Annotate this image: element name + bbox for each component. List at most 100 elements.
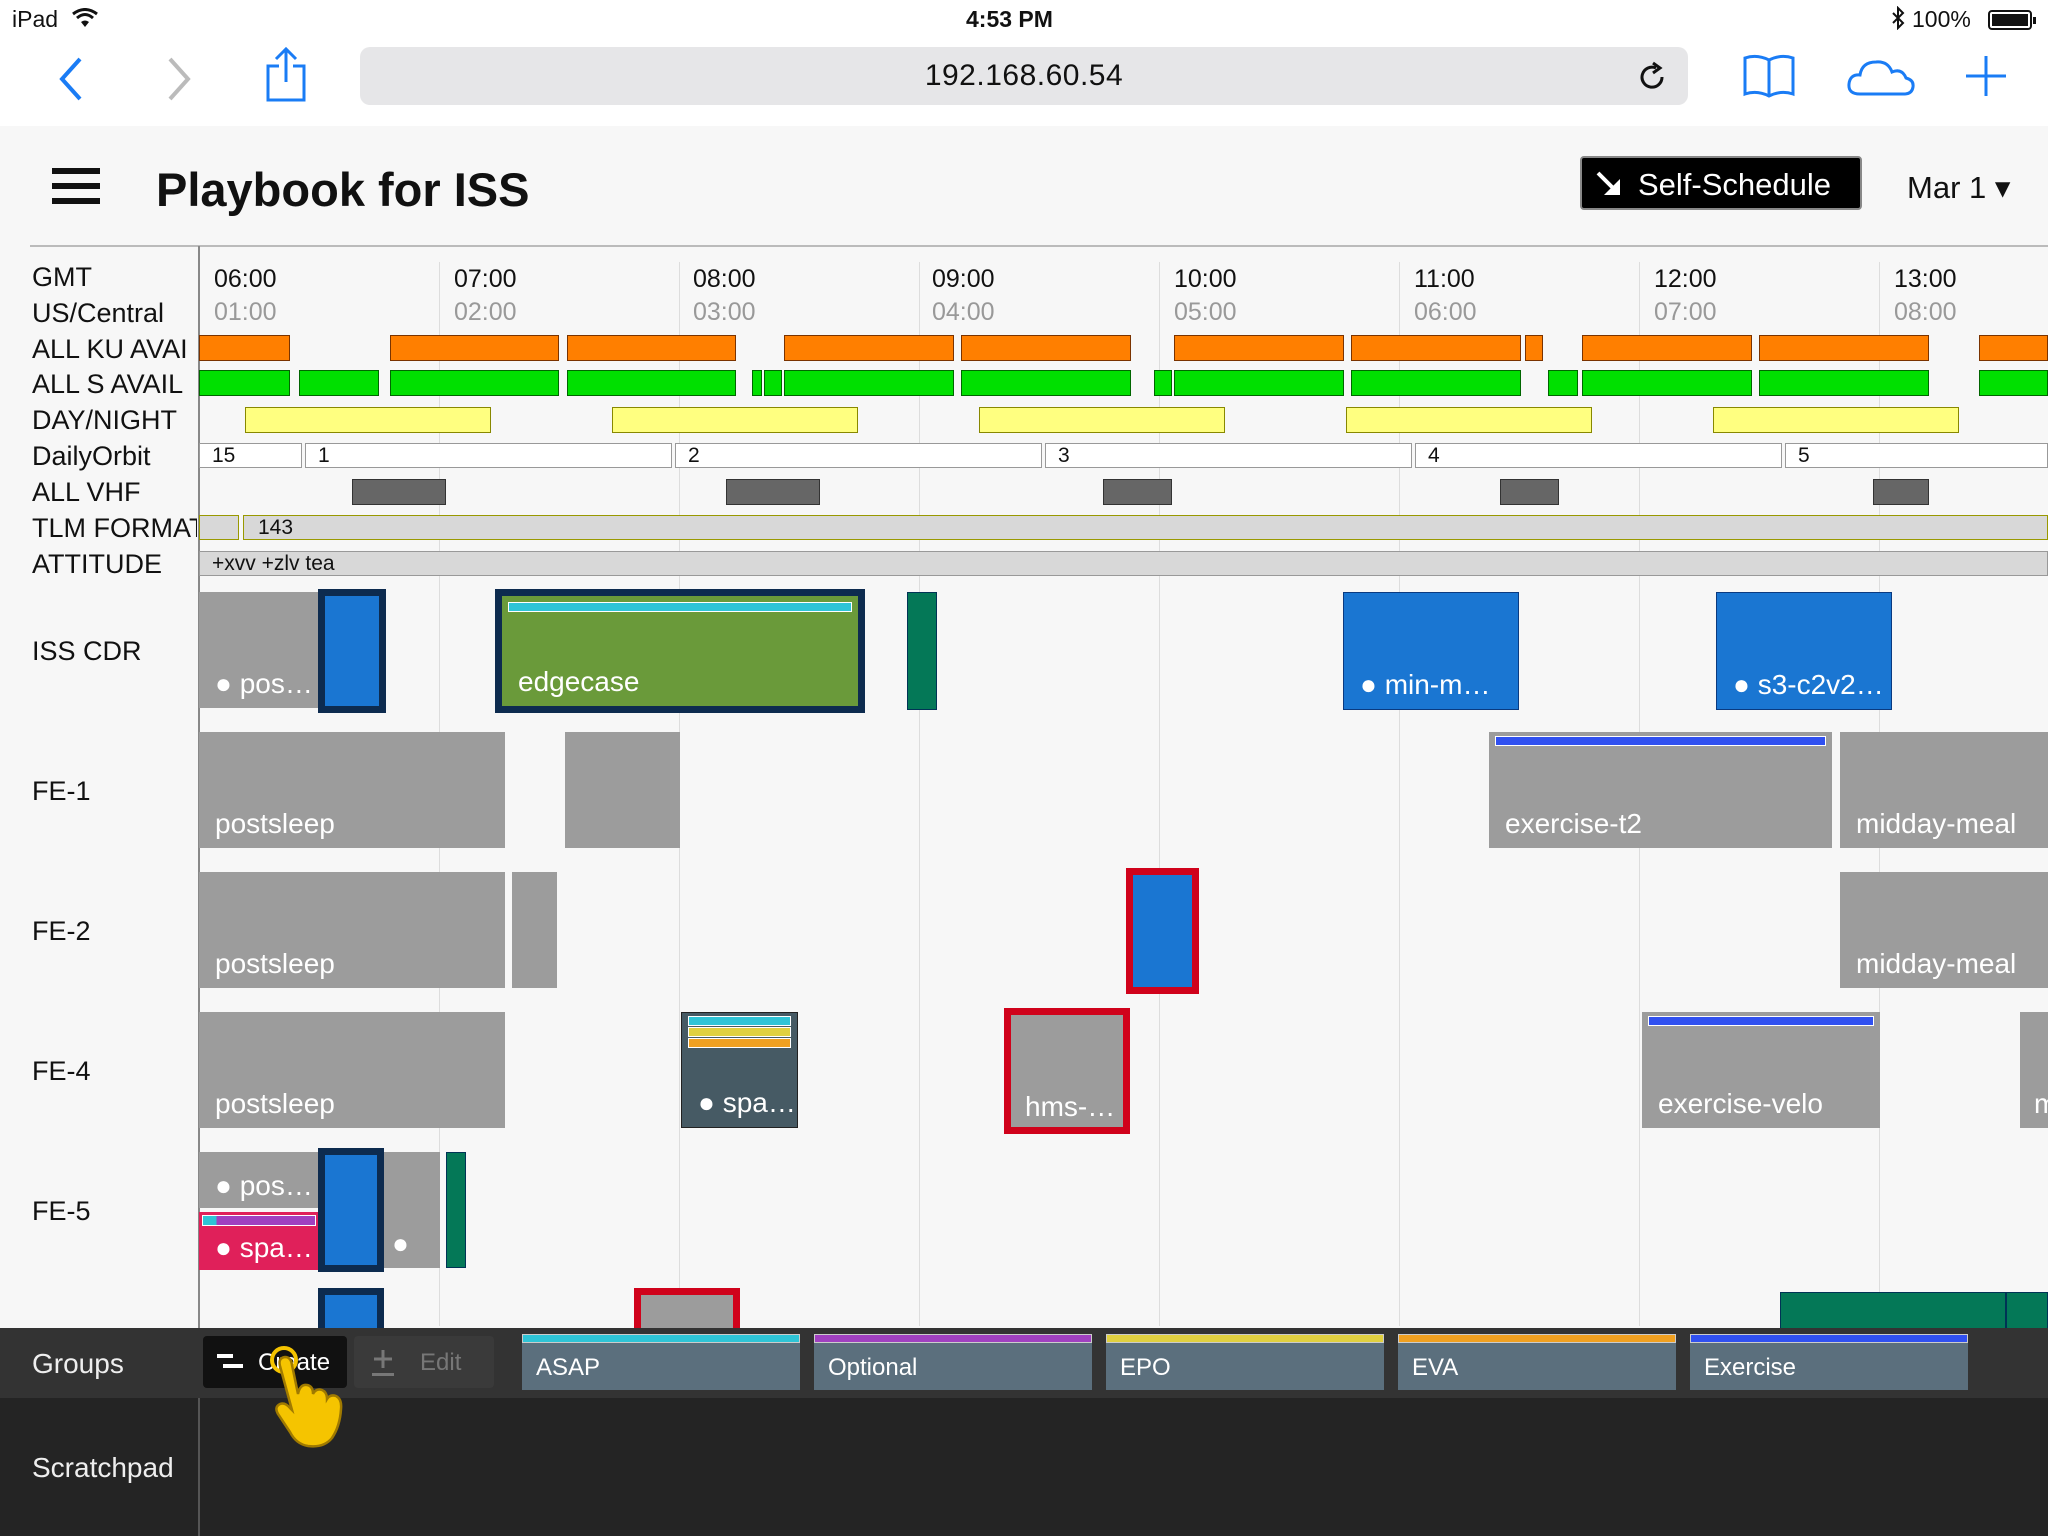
edit-group-button[interactable]: Edit — [354, 1336, 494, 1388]
self-schedule-label: Self-Schedule — [1638, 167, 1832, 202]
date-selector[interactable]: Mar 1 ▾ — [1907, 170, 2011, 205]
activity-block[interactable]: ● spa… — [681, 1012, 798, 1128]
activity-block[interactable]: ● min-m… — [1343, 592, 1519, 710]
orbit-segment[interactable]: 15 — [199, 443, 302, 468]
s-band-window[interactable] — [1174, 370, 1344, 396]
vhf-pass[interactable] — [352, 479, 446, 505]
day-period[interactable] — [245, 407, 491, 433]
activity-block-selected[interactable]: hms-… — [1004, 1008, 1130, 1134]
activity-label: ● min-m… — [1360, 669, 1491, 700]
hamburger-menu-icon[interactable] — [52, 168, 100, 204]
tlm-segment[interactable]: 143 — [243, 515, 2048, 540]
ku-window[interactable] — [1525, 335, 1543, 361]
activity-block-postsleep[interactable]: postsleep — [199, 1012, 505, 1128]
s-band-window[interactable] — [1548, 370, 1578, 396]
row-label-attitude: ATTITUDE — [32, 549, 162, 579]
day-period[interactable] — [1713, 407, 1959, 433]
ku-window[interactable] — [784, 335, 954, 361]
scratchpad-panel[interactable]: Scratchpad — [0, 1398, 2048, 1536]
orbit-segment[interactable]: 1 — [305, 443, 672, 468]
gmt-tick: 09:00 — [932, 265, 995, 293]
local-tick: 02:00 — [454, 298, 517, 326]
vhf-pass[interactable] — [1103, 479, 1172, 505]
app-header: Playbook for ISS Self-Schedule Mar 1 ▾ — [0, 126, 2048, 246]
ku-window[interactable] — [1582, 335, 1752, 361]
ku-window[interactable] — [390, 335, 559, 361]
group-chip-asap[interactable]: ASAP — [522, 1334, 800, 1390]
forward-icon[interactable] — [164, 56, 194, 102]
row-label-ku: ALL KU AVAI — [32, 334, 188, 364]
s-band-window[interactable] — [961, 370, 1131, 396]
activity-block-exercise-velo[interactable]: exercise-velo — [1642, 1012, 1880, 1128]
activity-block[interactable]: ● spa… — [199, 1212, 319, 1270]
activity-block-selected[interactable] — [1126, 868, 1199, 994]
self-schedule-button[interactable]: Self-Schedule — [1580, 156, 1862, 210]
activity-block[interactable]: ● pos… — [199, 1152, 319, 1208]
activity-block-postsleep[interactable]: postsleep — [199, 872, 505, 988]
s-band-window[interactable] — [784, 370, 954, 396]
ku-window[interactable] — [1351, 335, 1521, 361]
ku-window[interactable] — [961, 335, 1131, 361]
activity-block[interactable]: ● s3-c2v2… — [1716, 592, 1892, 710]
share-icon[interactable] — [264, 46, 308, 102]
activity-label: ● s3-c2v2… — [1733, 669, 1884, 700]
orbit-segment[interactable]: 4 — [1415, 443, 1782, 468]
activity-block[interactable] — [318, 589, 386, 713]
ku-window[interactable] — [567, 335, 736, 361]
s-band-window[interactable] — [390, 370, 559, 396]
orbit-segment[interactable]: 2 — [675, 443, 1042, 468]
ku-window[interactable] — [1174, 335, 1344, 361]
s-band-window[interactable] — [567, 370, 736, 396]
day-period[interactable] — [1346, 407, 1592, 433]
s-band-window[interactable] — [299, 370, 379, 396]
cloud-tabs-icon[interactable] — [1846, 54, 1916, 98]
activity-block[interactable]: m — [2020, 1012, 2048, 1128]
orbit-segment[interactable]: 3 — [1045, 443, 1412, 468]
activity-block-postsleep[interactable]: postsleep — [199, 732, 505, 848]
address-bar[interactable]: 192.168.60.54 — [360, 47, 1688, 105]
group-chip-exercise[interactable]: Exercise — [1690, 1334, 1968, 1390]
local-tick: 08:00 — [1894, 298, 1957, 326]
activity-block[interactable] — [512, 872, 557, 988]
s-band-window[interactable] — [764, 370, 782, 396]
activity-block[interactable]: ● — [384, 1152, 440, 1268]
tlm-segment[interactable] — [199, 515, 239, 540]
activity-block[interactable] — [907, 592, 937, 710]
group-chip-epo[interactable]: EPO — [1106, 1334, 1384, 1390]
create-group-button[interactable]: Create — [203, 1336, 347, 1388]
s-band-window[interactable] — [1582, 370, 1752, 396]
activity-block-midday-meal[interactable]: midday-meal — [1840, 732, 2048, 848]
s-band-window[interactable] — [1351, 370, 1521, 396]
activity-label: ● spa… — [698, 1087, 796, 1118]
activity-label: ● spa… — [215, 1232, 313, 1263]
activity-block-midday-meal[interactable]: midday-meal — [1840, 872, 2048, 988]
s-band-window[interactable] — [1759, 370, 1929, 396]
orbit-segment[interactable]: 5 — [1785, 443, 2048, 468]
vhf-pass[interactable] — [1873, 479, 1929, 505]
activity-block-exercise-t2[interactable]: exercise-t2 — [1489, 732, 1832, 848]
s-band-window[interactable] — [1979, 370, 2048, 396]
activity-block[interactable] — [565, 732, 680, 848]
reload-icon[interactable] — [1636, 61, 1668, 93]
attitude-segment[interactable]: +xvv +zlv tea — [199, 551, 2048, 576]
s-band-window[interactable] — [752, 370, 762, 396]
activity-block[interactable]: ● pos… — [199, 592, 319, 708]
s-band-window[interactable] — [199, 370, 290, 396]
back-icon[interactable] — [56, 56, 86, 102]
bookmarks-icon[interactable] — [1742, 52, 1796, 100]
day-period[interactable] — [979, 407, 1225, 433]
group-chip-eva[interactable]: EVA — [1398, 1334, 1676, 1390]
group-chip-optional[interactable]: Optional — [814, 1334, 1092, 1390]
vhf-pass[interactable] — [1500, 479, 1559, 505]
activity-block[interactable] — [318, 1148, 384, 1272]
activity-block-edgecase[interactable]: edgecase — [495, 589, 865, 713]
vhf-pass[interactable] — [726, 479, 820, 505]
ku-window[interactable] — [1979, 335, 2048, 361]
activity-block[interactable] — [446, 1152, 466, 1268]
s-band-window[interactable] — [1154, 370, 1172, 396]
ku-window[interactable] — [1759, 335, 1929, 361]
day-period[interactable] — [612, 407, 858, 433]
new-tab-icon[interactable] — [1964, 54, 2008, 98]
wifi-icon — [72, 8, 98, 27]
ku-window[interactable] — [199, 335, 290, 361]
